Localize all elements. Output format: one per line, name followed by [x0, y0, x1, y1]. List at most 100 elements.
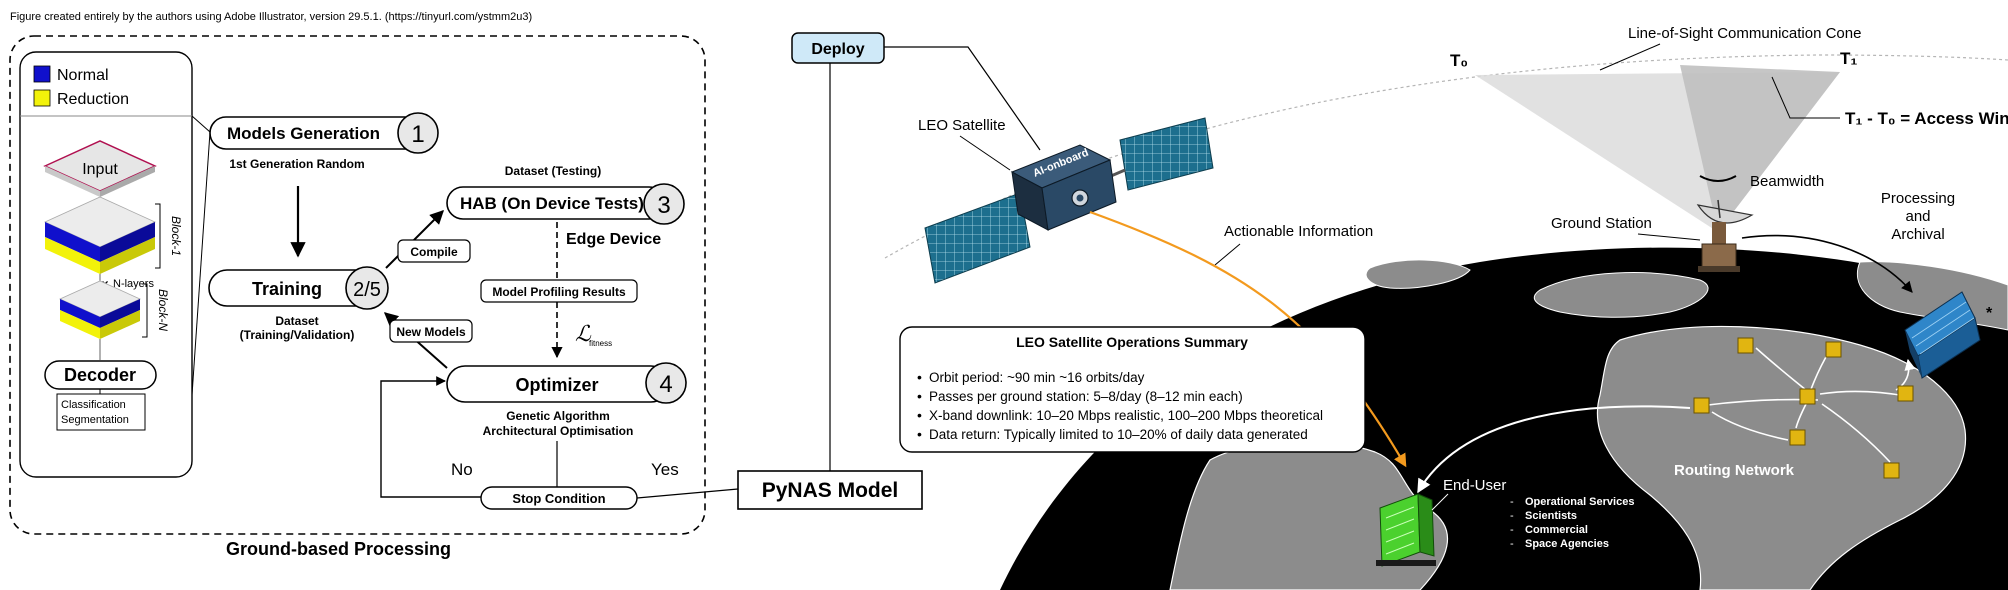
task-segmentation: Segmentation: [61, 414, 129, 426]
step-1-number: 1: [411, 121, 424, 148]
pynas-model-box: [737, 470, 923, 510]
fitness-symbol: ℒ: [575, 321, 592, 346]
ground-processing-label: Ground-based Processing: [226, 539, 451, 559]
edge-device-label: Edge Device: [566, 231, 661, 248]
node-cube: [1737, 337, 1754, 354]
routing-network-label: Routing Network: [1674, 462, 1795, 479]
summary-bullet: •: [917, 388, 922, 404]
no-label: No: [451, 460, 473, 479]
decoder-label: Decoder: [64, 365, 136, 385]
end-user-dash: -: [1510, 510, 1514, 522]
tasks-box: [56, 393, 146, 431]
beamwidth-label: Beamwidth: [1750, 173, 1824, 190]
processing-label-1: Processing: [1881, 190, 1955, 207]
blockn-left-normal: [60, 299, 100, 328]
step-1-badge: [397, 112, 439, 154]
processing-label-3: Archival: [1891, 226, 1944, 243]
end-user-title: End-User: [1443, 477, 1506, 494]
compile-tag: [397, 239, 471, 263]
block1-left-reduction: [45, 237, 100, 274]
optimizer-label: Optimizer: [515, 375, 598, 395]
training-label: Training: [252, 279, 322, 299]
solar-panel-right: [1119, 117, 1214, 191]
input-label: Input: [82, 161, 118, 178]
step-3-number: 3: [657, 192, 670, 219]
block1-right-normal: [100, 222, 155, 262]
los-cone-core: [1680, 65, 1840, 232]
step-4-number: 4: [659, 371, 672, 398]
nlayers-label: N-layers: [113, 278, 154, 290]
actionable-info-leader: [1214, 243, 1241, 266]
routing-network: [1417, 337, 1914, 494]
compile-label: Compile: [410, 245, 458, 259]
los-cone-leader: [1599, 43, 1661, 71]
satellite-label-leader: [959, 135, 1011, 171]
block1-label: Block-1: [169, 216, 183, 256]
hab-label: HAB (On Device Tests): [460, 194, 644, 213]
yes-to-pynas-line: [636, 488, 739, 499]
block1-bracket: [155, 203, 161, 269]
ops-summary-title: LEO Satellite Operations Summary: [1016, 334, 1248, 350]
step-training-number: 2/5: [353, 279, 381, 301]
ops-summary-box: [899, 326, 1366, 453]
step-3-badge: [643, 183, 685, 225]
end-user-list: -Operational Services-Scientists-Commerc…: [1510, 496, 1634, 550]
continent-greenland: [1365, 259, 1471, 289]
panel-link-bottom: [191, 131, 211, 396]
gs-to-processing-arrow: [1741, 234, 1913, 293]
node-cube: [1799, 388, 1816, 405]
beamwidth-arc: [1699, 175, 1737, 182]
end-user-item: Space Agencies: [1525, 538, 1609, 550]
training-dataset-line1: Dataset: [275, 314, 318, 328]
end-user-dash: -: [1510, 524, 1514, 536]
node-cube: [1789, 429, 1806, 446]
legend-reduction-label: Reduction: [57, 91, 129, 108]
first-gen-label: 1st Generation Random: [229, 157, 364, 171]
processing-label-2: and: [1905, 208, 1930, 225]
step-4-badge: [645, 362, 687, 404]
new-models-tag: [389, 319, 473, 343]
genetic-algorithm-label: Genetic Algorithm: [506, 409, 610, 423]
fitness-subscript: fitness: [589, 339, 612, 348]
pynas-model-label: PyNAS Model: [762, 479, 899, 502]
ground-station-leader: [1637, 233, 1701, 241]
routing-arrows: [1707, 347, 1909, 463]
leo-satellite-label: LEO Satellite: [918, 117, 1006, 134]
legend-normal-label: Normal: [57, 67, 109, 84]
blockn-bracket: [142, 283, 148, 338]
access-window-leader: [1771, 76, 1840, 119]
summary-item: Passes per ground station: 5–8/day (8–12…: [929, 389, 1243, 404]
deploy-label: Deploy: [811, 41, 864, 58]
summary-item: Orbit period: ~90 min ~16 orbits/day: [929, 370, 1145, 385]
summary-item: X-band downlink: 10–20 Mbps realistic, 1…: [929, 408, 1323, 423]
summary-item: Data return: Typically limited to 10–20%…: [929, 427, 1308, 442]
ground-station-label: Ground Station: [1551, 215, 1652, 232]
end-user-leader: [1431, 493, 1449, 511]
training-dataset-line2: (Training/Validation): [240, 328, 355, 342]
input-layer-right: [100, 166, 155, 197]
summary-bullet: •: [917, 369, 922, 385]
panel-link-top: [191, 115, 211, 133]
summary-bullet: •: [917, 407, 922, 423]
access-window-label: T₁ - T₀ = Access Window: [1845, 109, 2008, 128]
stop-condition-label: Stop Condition: [512, 491, 605, 506]
node-cube: [1897, 385, 1914, 402]
actionable-info-label: Actionable Information: [1224, 223, 1373, 240]
figure-caption: Figure created entirely by the authors u…: [10, 11, 532, 23]
models-generation-label: Models Generation: [227, 124, 380, 143]
continent-europe: [1533, 272, 1709, 318]
solar-panel-left: [924, 192, 1031, 284]
blockn-right-reduction: [100, 310, 140, 339]
ops-summary-list: • Orbit period: ~90 min ~16 orbits/day • Pa…: [917, 369, 1323, 442]
testing-dataset-label: Dataset (Testing): [505, 164, 601, 178]
end-user-item: Commercial: [1525, 524, 1588, 536]
node-cube: [1693, 397, 1710, 414]
summary-bullet: •: [917, 426, 922, 442]
task-classification: Classification: [61, 399, 126, 411]
ground-processing-frame: [9, 35, 706, 535]
node-cube: [1825, 341, 1842, 358]
block1-left-normal: [45, 222, 100, 262]
yes-label: Yes: [651, 460, 679, 479]
end-user-item: Operational Services: [1525, 496, 1634, 508]
